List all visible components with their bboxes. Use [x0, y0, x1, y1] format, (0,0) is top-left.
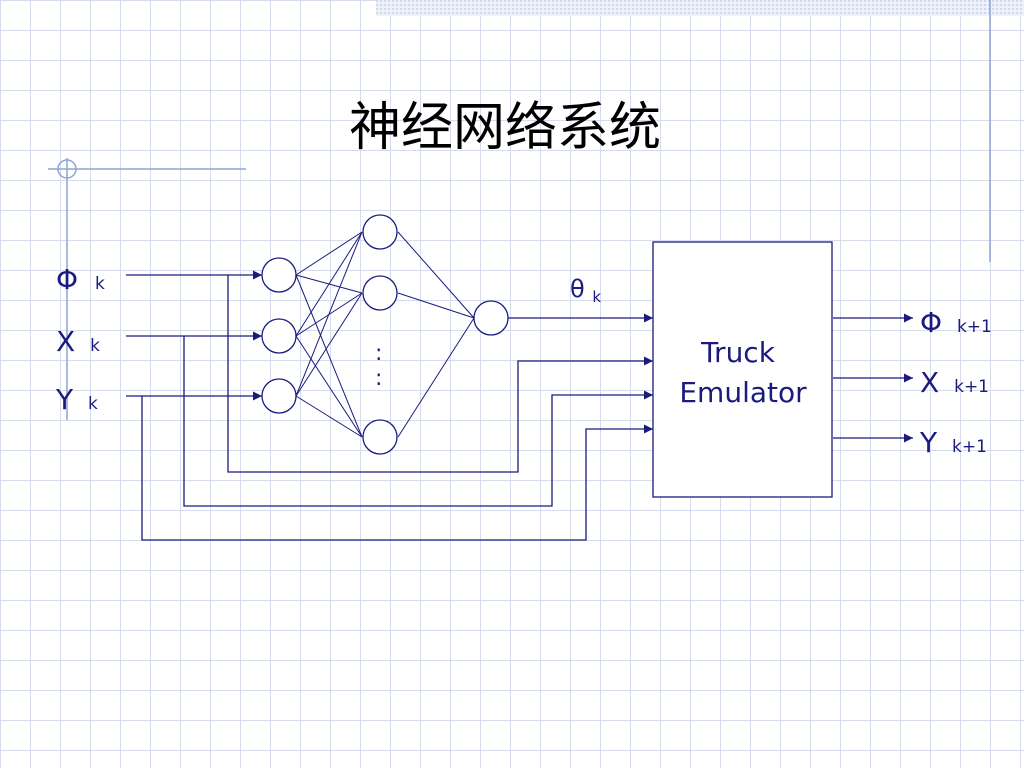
corner-circle: [57, 159, 77, 179]
slide-decoration: [48, 0, 1024, 420]
input-x-subscript: k: [90, 336, 100, 356]
theta-subscript: k: [592, 288, 601, 306]
input-y-symbol: Y: [55, 383, 74, 416]
output-neuron: [473, 300, 509, 336]
theta-label: θ k: [570, 275, 601, 306]
input-y-subscript: k: [88, 394, 98, 414]
input-neuron: [261, 318, 297, 354]
output-x-symbol: X: [920, 366, 939, 399]
output-y-subscript: k+1: [952, 437, 987, 457]
network-connections: [295, 231, 475, 438]
theta-symbol: θ: [570, 275, 585, 303]
truck-emulator-box: [652, 241, 833, 498]
input-labels: Φ k X k Y k: [55, 263, 105, 416]
emulator-label-line1: Truck: [700, 336, 776, 369]
hidden-ellipsis: :: [375, 341, 382, 366]
output-arrows: [833, 313, 913, 443]
hidden-ellipsis: :: [375, 366, 382, 391]
output-label-x: X k+1: [920, 366, 989, 399]
output-label-phi: Φ k+1: [920, 306, 992, 339]
input-x-symbol: X: [56, 325, 75, 358]
output-phi-symbol: Φ: [920, 306, 942, 339]
output-y-symbol: Y: [919, 426, 938, 459]
feedback-phi: [227, 275, 653, 473]
page-title: 神经网络系统: [349, 98, 661, 158]
feedback-lines: [141, 275, 653, 541]
output-label-y: Y k+1: [919, 426, 987, 459]
output-phi-subscript: k+1: [957, 317, 992, 337]
input-phi-symbol: Φ: [56, 263, 78, 296]
input-neuron: [261, 257, 297, 293]
emulator-label-line2: Emulator: [679, 376, 807, 409]
input-label-phi: Φ k: [56, 263, 105, 296]
hidden-neuron: [362, 275, 398, 311]
input-arrows: [126, 270, 262, 401]
input-phi-subscript: k: [95, 274, 105, 294]
output-x-subscript: k+1: [954, 377, 989, 397]
feedback-x: [183, 336, 653, 507]
hidden-neuron: [362, 419, 398, 455]
network-nodes: [261, 214, 509, 455]
output-labels: Φ k+1 X k+1 Y k+1: [919, 306, 992, 459]
top-banner: [376, 0, 1024, 16]
input-neuron: [261, 378, 297, 414]
hidden-neuron: [362, 214, 398, 250]
input-label-y: Y k: [55, 383, 98, 416]
feedback-y: [141, 396, 653, 541]
input-label-x: X k: [56, 325, 100, 358]
